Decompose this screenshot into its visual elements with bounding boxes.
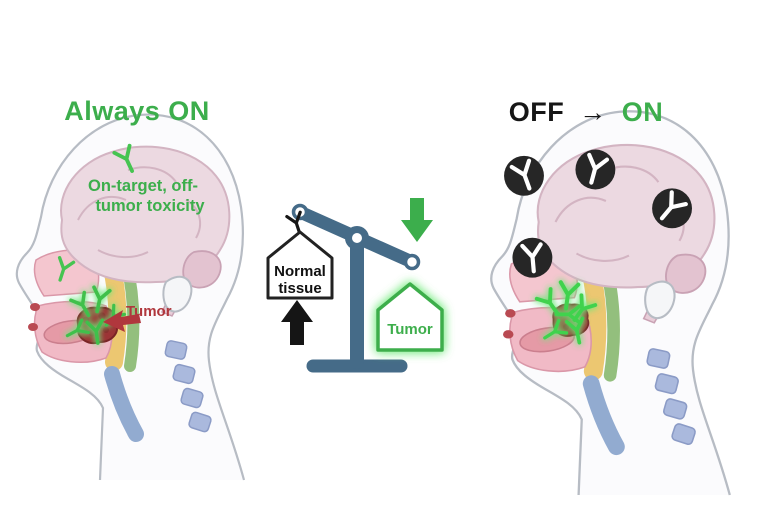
masked-antibody-icon xyxy=(504,155,544,196)
tumor-text-label: Tumor xyxy=(126,303,172,320)
up-arrow-icon xyxy=(281,300,313,345)
normal-tissue-label-line1: Normal xyxy=(274,263,326,280)
tumor-pan: Tumor xyxy=(376,282,444,352)
left-panel-title: Always ON xyxy=(64,96,210,126)
title-on: ON xyxy=(622,97,664,127)
normal-tissue-label-line2: tissue xyxy=(278,280,321,297)
balance-scale: Normal tissue Tumor xyxy=(266,198,444,373)
masked-antibody-icon xyxy=(512,237,553,278)
normal-tissue-pan: Normal tissue xyxy=(266,210,334,300)
tumor-house xyxy=(376,282,444,352)
beam-pin-right xyxy=(403,253,421,271)
right-head xyxy=(491,111,730,495)
scale-pivot-hole xyxy=(352,233,362,243)
left-head xyxy=(17,115,244,480)
down-arrow-icon xyxy=(401,198,433,242)
tumor-house-label: Tumor xyxy=(387,321,433,338)
title-arrow-icon: → xyxy=(579,97,607,127)
masked-antibody-icon xyxy=(575,149,616,190)
title-off: OFF xyxy=(509,97,565,127)
right-panel-title: OFF → ON xyxy=(509,97,664,127)
normal-tissue-house xyxy=(266,230,334,300)
toxicity-label-line1: On-target, off- xyxy=(88,177,198,195)
masked-antibody-icon xyxy=(652,188,692,229)
tumor-pointer-arrow xyxy=(103,310,141,332)
toxicity-label-line2: tumor toxicity xyxy=(95,197,205,215)
